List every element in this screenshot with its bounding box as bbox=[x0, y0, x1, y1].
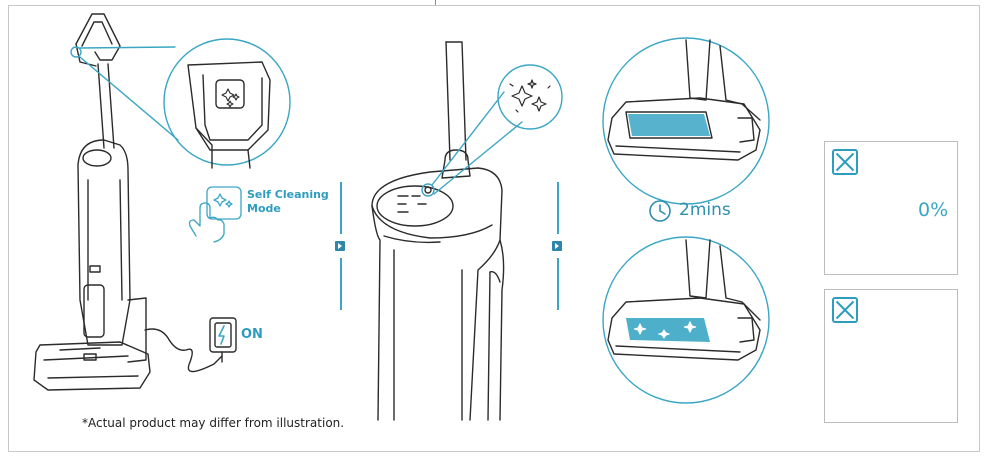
vacuum-closeup bbox=[371, 41, 505, 421]
cleaning-circle-top bbox=[602, 37, 770, 205]
vacuum-upright bbox=[33, 13, 223, 391]
divider-2-top bbox=[557, 182, 559, 234]
step-arrow-icon bbox=[335, 241, 345, 251]
battery-panel bbox=[824, 141, 958, 275]
timer-label: 2mins bbox=[679, 200, 731, 220]
close-icon bbox=[832, 149, 858, 175]
self-cleaning-mode-label: Self Cleaning Mode bbox=[247, 188, 329, 215]
clock-icon bbox=[649, 200, 671, 222]
sparkles-roller bbox=[633, 320, 697, 339]
divider-1-bottom bbox=[340, 258, 342, 310]
divider-2-bottom bbox=[557, 258, 559, 310]
cleaning-circle-bottom bbox=[602, 236, 770, 404]
zoom-lines-2 bbox=[421, 64, 563, 197]
step-arrow-icon bbox=[552, 241, 562, 251]
lift-panel bbox=[824, 289, 958, 423]
footnote: *Actual product may differ from illustra… bbox=[82, 416, 345, 430]
zoomed-button bbox=[187, 61, 271, 169]
brush-roller-top bbox=[628, 114, 710, 136]
sparkle-icon-large bbox=[509, 79, 551, 113]
zoom-lines bbox=[70, 38, 291, 166]
sparkle-icon bbox=[221, 88, 240, 108]
plug-icon bbox=[209, 317, 237, 363]
hand-press-icon bbox=[188, 186, 242, 243]
illustration-frame bbox=[8, 5, 980, 452]
battery-percent: 0% bbox=[918, 199, 949, 221]
divider-1-top bbox=[340, 182, 342, 234]
close-icon bbox=[832, 297, 858, 323]
power-on-label: ON bbox=[241, 327, 263, 342]
top-tick bbox=[435, 0, 436, 5]
